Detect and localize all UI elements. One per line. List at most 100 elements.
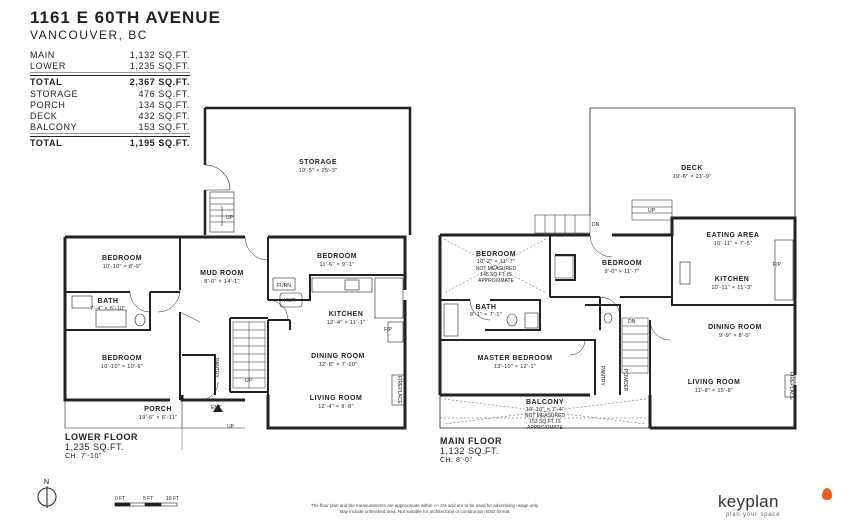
main-bedroom1-name: BEDROOM (476, 251, 516, 258)
brand-flame-icon (822, 488, 832, 500)
lower-storage-dim: 19'-5" × 25'-3" (299, 168, 338, 174)
lower-floor-caption: LOWER FLOOR 1,235 SQ.FT. CH: 7'-10" (65, 432, 138, 462)
lower-bath-fixtures (71, 295, 146, 328)
lower-outer-walls (63, 235, 407, 430)
bedroom-not-measured-diagonals (443, 238, 647, 425)
lower-bedroom2-dim: 11'-6" × 9'-1" (319, 262, 354, 268)
lower-interior-walls (65, 237, 405, 400)
main-kitchen-name: KITCHEN (715, 276, 750, 283)
main-balcony-note2: 153 SQ.FT. IS (529, 419, 561, 425)
main-bedroom2-dim: 9'-0" × 11'-7" (604, 269, 639, 275)
main-balcony-note1: NOT MEASURED (525, 413, 566, 419)
main-floor-name: MAIN FLOOR (440, 436, 502, 446)
main-bedroom1-note1: NOT MEASURED (476, 266, 517, 272)
main-deck-name: DECK (681, 165, 703, 172)
main-stairs-deck (534, 199, 673, 234)
property-city: VANCOUVER, BC (30, 28, 148, 42)
property-address: 1161 E 60TH AVENUE (30, 8, 221, 27)
main-eating-name: EATING AREA (707, 232, 760, 239)
lower-bath-name: BATH (98, 298, 119, 305)
main-deck-dim: 19'-6" × 21'-9" (673, 174, 712, 180)
lower-bedroom3-name: BEDROOM (102, 355, 142, 362)
main-outer-walls (438, 216, 797, 430)
main-kitchen-counters (679, 239, 796, 398)
lower-living-name: LIVING ROOM (310, 395, 363, 402)
lower-kitchen-dim: 12'-4" × 11'-1" (327, 320, 365, 326)
lower-mudroom-dim: 8'-0" × 14'-1" (204, 279, 239, 285)
brand-logo: keyplan plan your space (718, 488, 832, 518)
lower-tag-up3: UP (227, 424, 235, 430)
lower-dining-dim: 12'-8" × 7'-10" (319, 362, 358, 368)
main-bedroom1-note2: 145 SQ.FT. IS (480, 272, 512, 278)
lower-tag-hwt: HWT (284, 298, 295, 304)
lower-stairs-storage (209, 191, 235, 233)
main-floor-caption: MAIN FLOOR 1,132 SQ.FT. CH: 8'-0" (440, 436, 502, 466)
disclaimer-text: The floor plan and the measurements are … (311, 503, 539, 514)
main-bath-name: BATH (476, 304, 497, 311)
lower-bedroom2-name: BEDROOM (317, 253, 357, 260)
main-interior-walls (440, 218, 795, 395)
main-tag-fp: F/P (773, 262, 781, 268)
main-tag-fireplace: FIREPLACE (788, 372, 794, 400)
main-tag-up: UP (648, 208, 656, 214)
lower-tag-up1: UP (226, 215, 234, 221)
main-stairs-interior (621, 317, 649, 374)
main-floor-ceiling: CH: 8'-0" (440, 457, 473, 464)
main-bath-dim: 8'-1" × 7'-1" (470, 312, 502, 318)
lower-tag-furn: FURN (277, 283, 291, 289)
lower-storage-walls (203, 106, 412, 235)
lower-bedroom1-name: BEDROOM (102, 255, 142, 262)
deck-outline (590, 107, 796, 235)
lower-floor-area: 1,235 SQ.FT. (65, 442, 125, 452)
main-tag-dn2: DN (628, 319, 636, 325)
lower-floor-ceiling: CH: 7'-10" (65, 453, 102, 460)
main-bedroom1-dim: 10'-2" × 11'-7" (477, 259, 515, 265)
main-balcony-note3: APPROXIMATE (527, 425, 563, 431)
lower-living-dim: 12'-4" × 9'-8" (318, 404, 353, 410)
main-living-name: LIVING ROOM (688, 379, 741, 386)
furnace-box (272, 277, 296, 291)
main-living-dim: 11'-8" × 15'-8" (695, 388, 733, 394)
main-kitchen-dim: 10'-11" × 11'-3" (711, 285, 752, 291)
main-bath-fixtures (443, 303, 539, 337)
main-tag-powder: POWDER (622, 369, 628, 392)
entry-arrow-icon (213, 404, 223, 412)
lower-bath-dim: 7'-4" × 5'-10" (90, 306, 125, 312)
scale-label-10: 10 FT (166, 496, 179, 502)
lower-kitchen-name: KITCHEN (329, 311, 364, 318)
main-master-dim: 13'-10" × 12'-1" (494, 364, 536, 370)
main-balcony-name: BALCONY (526, 399, 564, 406)
brand-tagline: plan your space (726, 512, 781, 518)
main-tag-dn1: DN (592, 222, 600, 228)
main-dining-dim: 9'-9" × 8'-0" (719, 333, 751, 339)
balcony-outline (439, 395, 650, 429)
main-master-name: MASTER BEDROOM (477, 355, 552, 362)
lower-tag-pantry: PANTRY (213, 358, 219, 378)
lower-porch-dim: 19'-6" × 6'-11" (139, 415, 177, 421)
main-eating-dim: 10'-11" × 7'-5" (714, 241, 752, 247)
north-label: N (44, 479, 49, 486)
scale-bar (114, 502, 178, 507)
lower-mudroom-name: MUD ROOM (200, 270, 244, 277)
lower-tag-fireplace: FIREPLACE (396, 376, 402, 404)
scale-label-0: 0 FT (115, 496, 125, 502)
lower-stairs-interior (232, 321, 266, 389)
main-bedroom1-note3: APPROXIMATE (478, 278, 514, 284)
brand-name: keyplan (718, 492, 779, 511)
lower-tag-up2: UP (245, 378, 253, 384)
lower-kitchen-counters (311, 277, 405, 406)
lower-porch-name: PORCH (144, 406, 172, 413)
main-floor-area: 1,132 SQ.FT. (440, 446, 500, 456)
lower-floor-name: LOWER FLOOR (65, 432, 138, 442)
main-balcony-dim: 19'-10" × 7'-4" (526, 407, 565, 413)
